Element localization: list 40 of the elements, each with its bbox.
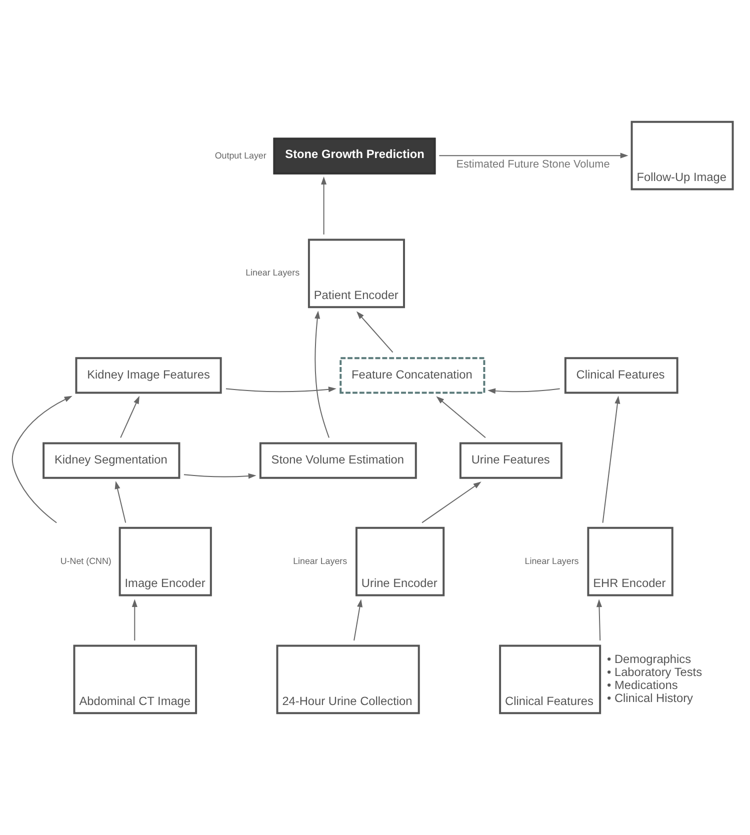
node-box: Kidney Segmentation [42, 442, 180, 479]
arrow [488, 388, 560, 394]
arrow [120, 396, 140, 438]
arrow [438, 152, 628, 158]
arrow [114, 480, 126, 524]
node-box: Clinical Features [564, 357, 678, 394]
node-box: Abdominal CT Image [73, 644, 198, 714]
node-box: Patient Encoder [308, 238, 405, 308]
arrow [596, 599, 602, 641]
node-label: Linear Layers [293, 556, 348, 566]
arrow [314, 310, 330, 438]
arrow [12, 396, 72, 524]
node-box: Kidney Image Features [75, 357, 222, 394]
node-label: • Clinical History [607, 690, 693, 705]
arrow [602, 396, 620, 524]
node-label: • Demographics [607, 652, 692, 666]
node-box: Clinical Features [499, 644, 602, 714]
node-box: 24-Hour Urine Collection [276, 644, 420, 714]
node-label: • Medications [607, 678, 678, 692]
node-box: Urine Features [459, 442, 562, 479]
node-box: Feature Concatenation [340, 357, 486, 394]
node-box: Follow-Up Image [630, 120, 734, 190]
node-box: EHR Encoder [587, 526, 674, 596]
arrow [354, 599, 363, 641]
node-label: Output Layer [214, 150, 266, 160]
arrow [225, 386, 336, 392]
edge-label: Estimated Future Stone Volume [456, 158, 610, 170]
arrow [422, 482, 482, 524]
node-label: • Laboratory Tests [607, 665, 702, 680]
arrow [132, 599, 138, 641]
node-box: Stone Volume Estimation [259, 442, 417, 479]
node-box: Urine Encoder [355, 526, 445, 596]
node-label: U-Net (CNN) [60, 556, 112, 566]
node-box: Image Encoder [118, 526, 212, 596]
node-label: Linear Layers [246, 268, 300, 278]
arrow [436, 396, 486, 438]
arrow [356, 311, 394, 353]
arrow [321, 176, 327, 235]
node-label: Linear Layers [524, 556, 579, 566]
arrow [183, 473, 256, 479]
